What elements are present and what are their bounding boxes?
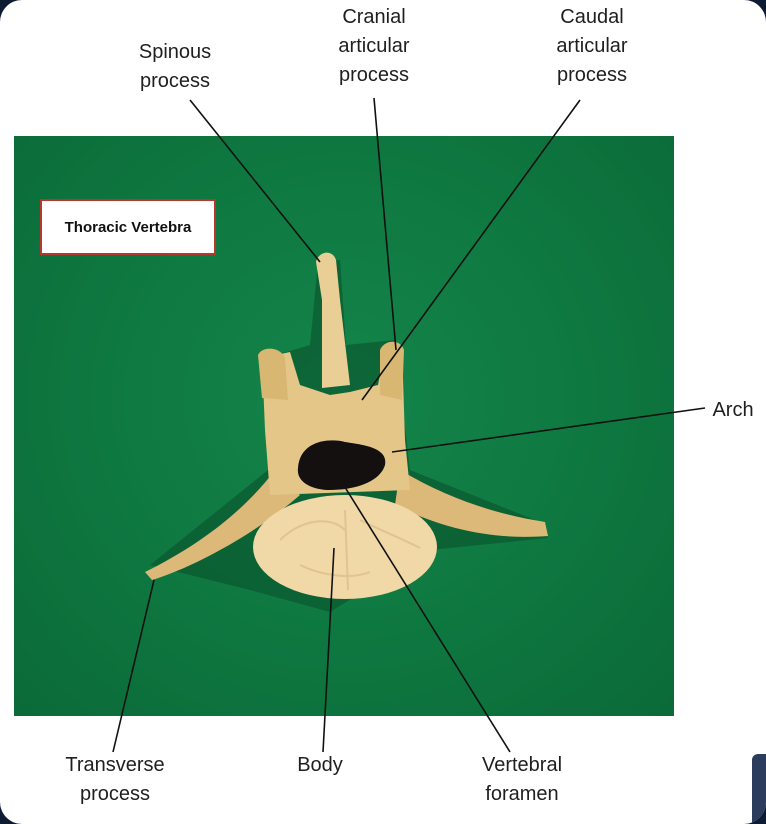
transverse-process-right — [395, 470, 548, 537]
corner-tab — [752, 754, 766, 824]
leader-foramen — [332, 467, 511, 753]
leader-body — [322, 547, 335, 753]
leader-caudal — [361, 99, 581, 401]
title-box: Thoracic Vertebra — [40, 199, 216, 255]
diagram-title: Thoracic Vertebra — [64, 218, 192, 236]
transverse-process-left — [145, 470, 300, 580]
spinous-process-shape — [316, 252, 350, 388]
cranial-articular-shape — [380, 341, 404, 400]
vertebral-body-shape — [253, 495, 437, 599]
leader-cranial — [373, 97, 397, 351]
leader-spinous — [189, 99, 321, 263]
label-arch: Arch — [712, 399, 754, 421]
vertebral-foramen-shape — [297, 440, 386, 490]
body-texture — [279, 509, 421, 591]
leader-arch — [391, 407, 706, 453]
label-body: Body — [297, 754, 343, 776]
left-articular-shape — [258, 348, 288, 400]
leader-transverse — [112, 579, 155, 753]
